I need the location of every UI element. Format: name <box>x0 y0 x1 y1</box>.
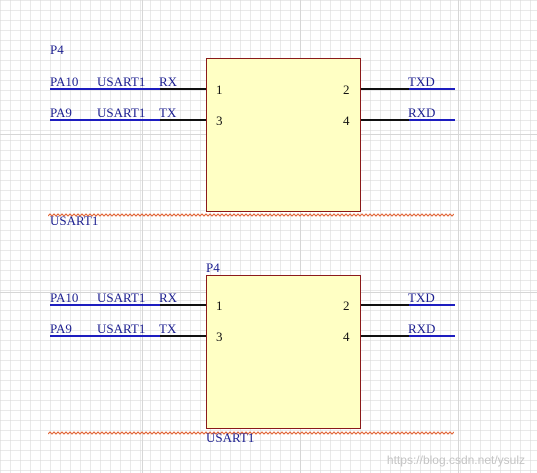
grid-line <box>300 0 301 473</box>
pin-line[interactable] <box>361 335 409 337</box>
component-body[interactable] <box>206 58 361 212</box>
component-designator[interactable]: P4 <box>206 260 220 275</box>
net-label-usart1[interactable]: USART1 <box>97 290 146 305</box>
net-label-tx[interactable]: TX <box>159 105 177 120</box>
wire[interactable] <box>50 335 160 337</box>
pin-number: 3 <box>216 329 223 344</box>
wire[interactable] <box>409 304 455 306</box>
net-label-rxd[interactable]: RXD <box>408 321 436 336</box>
wire[interactable] <box>409 335 455 337</box>
wire[interactable] <box>50 88 160 90</box>
wire[interactable] <box>50 119 160 121</box>
pin-line[interactable] <box>361 304 409 306</box>
pin-line[interactable] <box>160 304 207 306</box>
pin-line[interactable] <box>361 88 409 90</box>
net-label-usart1[interactable]: USART1 <box>97 105 146 120</box>
net-label-txd[interactable]: TXD <box>408 74 435 89</box>
net-label-pa9[interactable]: PA9 <box>50 321 72 336</box>
net-label-rx[interactable]: RX <box>159 74 178 89</box>
pin-line[interactable] <box>361 119 409 121</box>
wire[interactable] <box>409 88 455 90</box>
pin-number: 1 <box>216 82 223 97</box>
component-comment[interactable]: USART1 <box>206 430 255 445</box>
pin-number: 1 <box>216 298 223 313</box>
net-label-tx[interactable]: TX <box>159 321 177 336</box>
wire[interactable] <box>409 119 455 121</box>
net-label-rxd[interactable]: RXD <box>408 105 436 120</box>
error-squiggle <box>48 431 454 435</box>
pin-number: 3 <box>216 113 223 128</box>
pin-number: 4 <box>343 113 350 128</box>
pin-line[interactable] <box>160 335 207 337</box>
error-squiggle <box>48 213 454 217</box>
pin-number: 2 <box>343 298 350 313</box>
pin-line[interactable] <box>160 119 207 121</box>
pin-line[interactable] <box>160 88 207 90</box>
wire[interactable] <box>50 304 160 306</box>
pin-number: 2 <box>343 82 350 97</box>
net-label-rx[interactable]: RX <box>159 290 178 305</box>
component-body[interactable] <box>206 275 361 429</box>
grid-line <box>142 0 143 473</box>
component-comment[interactable]: USART1 <box>50 213 99 228</box>
net-label-txd[interactable]: TXD <box>408 290 435 305</box>
net-label-pa10[interactable]: PA10 <box>50 290 79 305</box>
component-designator[interactable]: P4 <box>50 42 64 57</box>
net-label-usart1[interactable]: USART1 <box>97 74 146 89</box>
watermark-text: https://blog.csdn.net/ysulz <box>386 453 525 467</box>
net-label-pa9[interactable]: PA9 <box>50 105 72 120</box>
net-label-usart1[interactable]: USART1 <box>97 321 146 336</box>
net-label-pa10[interactable]: PA10 <box>50 74 79 89</box>
pin-number: 4 <box>343 329 350 344</box>
grid-line <box>458 0 459 473</box>
